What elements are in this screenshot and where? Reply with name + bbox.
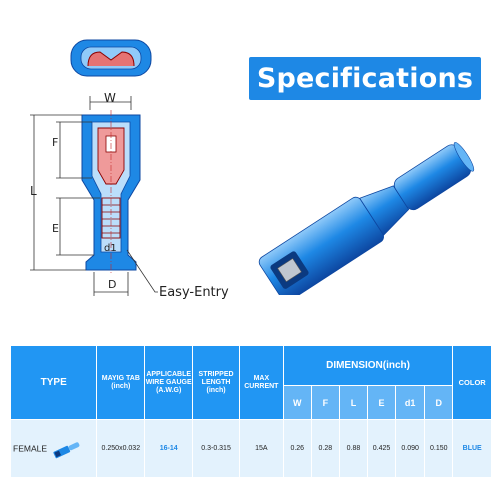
- header-stripped-line2: LENGTH: [201, 378, 231, 386]
- header-dim-d1: d1: [395, 385, 426, 420]
- header-tab: MAYIG TAB (inch): [96, 345, 146, 420]
- header-gauge-line1: APPLICABLE: [146, 370, 192, 378]
- header-color: COLOR: [452, 345, 492, 420]
- spec-table: TYPE MAYIG TAB (inch) APPLICABLE WIRE GA…: [9, 345, 492, 478]
- cell-dim-w: 0.26: [282, 419, 312, 478]
- header-current: MAX CURRENT: [238, 345, 284, 420]
- table-row: FEMALE 0.250x0.032 16-14 0.3-0.315 15A 0…: [9, 419, 492, 478]
- cell-stripped: 0.3-0.315: [192, 419, 240, 478]
- label-e: E: [52, 222, 59, 235]
- header-dim-e: E: [366, 385, 397, 420]
- cell-gauge: 16-14: [144, 419, 194, 478]
- header-dim-f: F: [310, 385, 340, 420]
- header-type: TYPE: [9, 345, 98, 420]
- header-stripped: STRIPPED LENGTH (inch): [192, 345, 240, 420]
- easy-entry-label: Easy-Entry: [159, 285, 229, 300]
- terminal-body: [81, 110, 141, 275]
- header-stripped-line1: STRIPPED: [198, 370, 234, 378]
- cell-current: 15A: [238, 419, 284, 478]
- label-f: F: [52, 136, 58, 149]
- specifications-banner: Specifications: [249, 57, 481, 100]
- header-tab-line2: (inch): [111, 382, 131, 390]
- dimension-f: [56, 121, 92, 179]
- cell-dim-d1: 0.090: [395, 419, 426, 478]
- easy-entry-leader: [126, 249, 158, 293]
- label-d1: d1: [104, 243, 117, 254]
- header-dimension: DIMENSION(inch): [282, 345, 454, 386]
- cell-dim-d: 0.150: [424, 419, 454, 478]
- terminal-thumbnail-icon: [53, 441, 80, 458]
- dimension-e: [56, 197, 100, 256]
- header-gauge-line2: WIRE GAUGE: [145, 378, 192, 386]
- cell-type: FEMALE: [9, 419, 98, 478]
- cell-dim-l: 0.88: [338, 419, 368, 478]
- header-dim-d: D: [424, 385, 454, 420]
- terminal-diagram: W L F E d1: [30, 39, 158, 296]
- header-gauge-line3: (A.W.G): [156, 386, 182, 394]
- label-w: W: [104, 91, 116, 105]
- cell-color: BLUE: [452, 419, 492, 478]
- header-stripped-line3: (inch): [206, 386, 226, 394]
- label-d: D: [108, 278, 116, 291]
- header-dim-l: L: [338, 385, 368, 420]
- dimension-w: [89, 96, 132, 110]
- header-gauge: APPLICABLE WIRE GAUGE (A.W.G): [144, 345, 194, 420]
- dimension-l: [30, 114, 86, 271]
- header-tab-line1: MAYIG TAB: [101, 374, 140, 382]
- header-current-line2: CURRENT: [244, 382, 279, 390]
- dimension-d: [93, 272, 129, 296]
- terminal-product-image: [258, 142, 475, 295]
- cell-dim-e: 0.425: [366, 419, 397, 478]
- header-current-line1: MAX: [253, 374, 270, 382]
- cell-tab: 0.250x0.032: [96, 419, 146, 478]
- header-dim-w: W: [282, 385, 312, 420]
- type-label: FEMALE: [13, 442, 48, 453]
- label-l: L: [30, 184, 37, 198]
- connector-top-view: [70, 39, 152, 77]
- cell-dim-f: 0.28: [310, 419, 340, 478]
